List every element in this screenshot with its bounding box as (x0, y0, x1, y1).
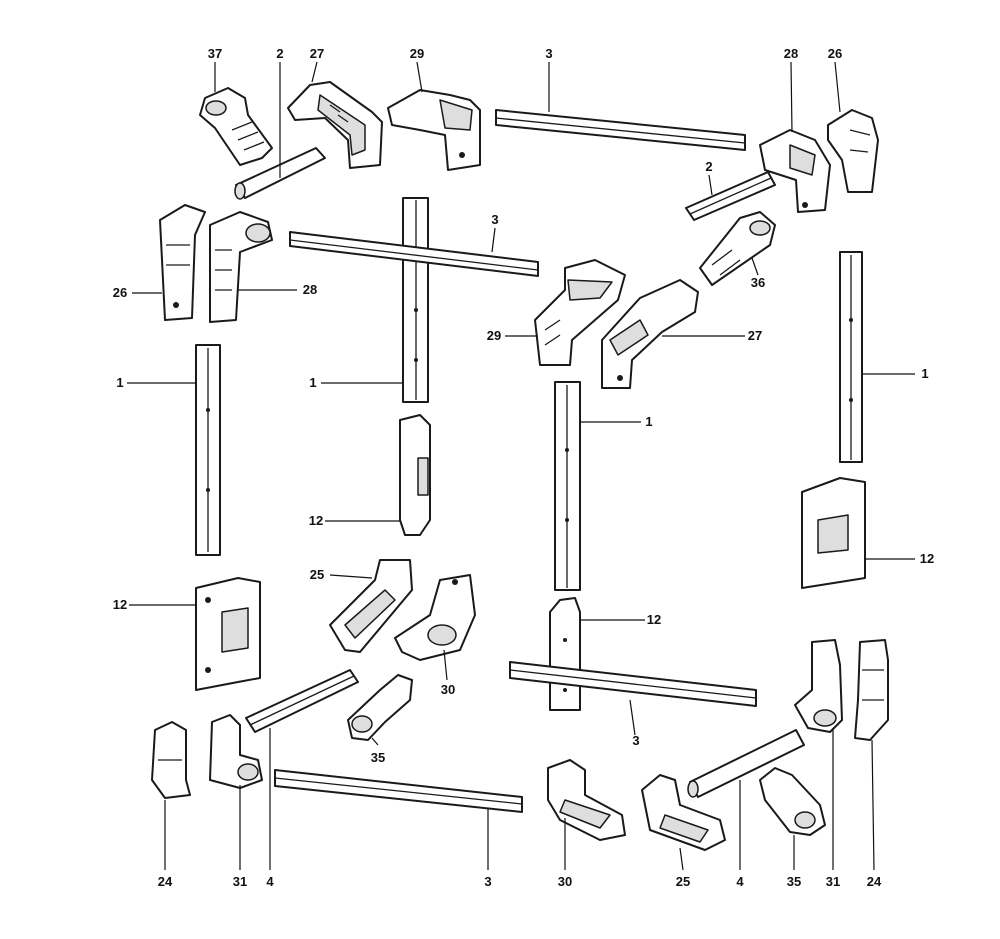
part-26-end-cap-left (159, 204, 206, 321)
label-25-upper: 25 (310, 567, 324, 582)
label-36: 36 (751, 275, 765, 290)
label-1-left: 1 (116, 375, 123, 390)
part-27-elbow-connector-middle (601, 279, 699, 389)
leader-lines (127, 61, 915, 871)
part-12-clamp-center (399, 414, 431, 536)
label-37: 37 (208, 46, 222, 61)
label-27-middle: 27 (748, 328, 762, 343)
part-12-clamp-left (195, 577, 261, 691)
label-12-left: 12 (113, 597, 127, 612)
part-37-foot-connector (199, 87, 273, 166)
part-1-post-center (402, 197, 429, 403)
part-31-corner-connector-left (209, 714, 263, 789)
part-3-long-bar-middle (289, 231, 539, 277)
label-12-right: 12 (920, 551, 934, 566)
label-29-middle: 29 (487, 328, 501, 343)
part-35-foot-connector-left (347, 674, 413, 741)
part-1-post-left (195, 344, 221, 556)
part-1-post-right (839, 251, 863, 463)
part-36-foot-connector (699, 211, 776, 286)
label-28-top: 28 (784, 46, 798, 61)
label-35-left: 35 (371, 750, 385, 765)
label-27-top: 27 (310, 46, 324, 61)
part-31-corner-connector-right (794, 639, 843, 733)
label-12-center: 12 (309, 513, 323, 528)
label-26-left: 26 (113, 285, 127, 300)
label-1-center-right: 1 (645, 414, 652, 429)
part-4-long-tube-right (687, 729, 805, 798)
part-30-tee-connector (394, 574, 476, 661)
label-3-lower-right: 3 (632, 733, 639, 748)
label-2-top: 2 (276, 46, 283, 61)
label-35-right: 35 (787, 874, 801, 889)
label-31-left: 31 (233, 874, 247, 889)
part-25-angle-bracket (329, 559, 413, 653)
part-30-tee-connector-lower (547, 759, 626, 841)
part-4-short-bar-left (245, 669, 359, 733)
part-3-long-bar-lower-right (509, 661, 757, 707)
part-29-tee-connector (387, 89, 481, 171)
part-number-labels: 37 2 27 29 3 28 26 2 36 3 26 28 29 27 1 … (113, 46, 934, 889)
label-24-left: 24 (158, 874, 173, 889)
label-12-center-lower: 12 (647, 612, 661, 627)
part-24-end-cap-left (151, 721, 191, 799)
label-26-top: 26 (828, 46, 842, 61)
part-24-end-cap-right (854, 639, 889, 741)
part-1-post-center-right (554, 381, 581, 591)
part-25-angle-bracket-lower (641, 774, 726, 851)
label-24-right: 24 (867, 874, 882, 889)
label-30-lower: 30 (558, 874, 572, 889)
part-29-tee-connector-middle (534, 259, 626, 366)
part-28-corner-connector-top (759, 129, 831, 213)
label-3-bottom: 3 (484, 874, 491, 889)
part-3-long-bar-top (495, 109, 746, 151)
label-28-left: 28 (303, 282, 317, 297)
label-3-middle: 3 (491, 212, 498, 227)
part-12-clamp-center-lower (549, 597, 581, 711)
label-25-lower: 25 (676, 874, 690, 889)
label-4-right: 4 (736, 874, 744, 889)
label-31-right: 31 (826, 874, 840, 889)
label-30-upper: 30 (441, 682, 455, 697)
part-35-foot-connector-right (759, 767, 826, 836)
label-1-center: 1 (309, 375, 316, 390)
part-12-clamp-right (801, 477, 866, 589)
part-27-elbow-connector (287, 81, 383, 169)
label-29-top: 29 (410, 46, 424, 61)
part-3-long-bar-bottom (274, 769, 523, 813)
label-3-top: 3 (545, 46, 552, 61)
part-26-end-cap-top (827, 109, 879, 193)
label-2-right: 2 (705, 159, 712, 174)
label-4-left: 4 (266, 874, 274, 889)
label-1-right: 1 (921, 366, 928, 381)
part-28-corner-connector-left (209, 211, 273, 323)
part-2-short-bar-right (685, 171, 776, 221)
